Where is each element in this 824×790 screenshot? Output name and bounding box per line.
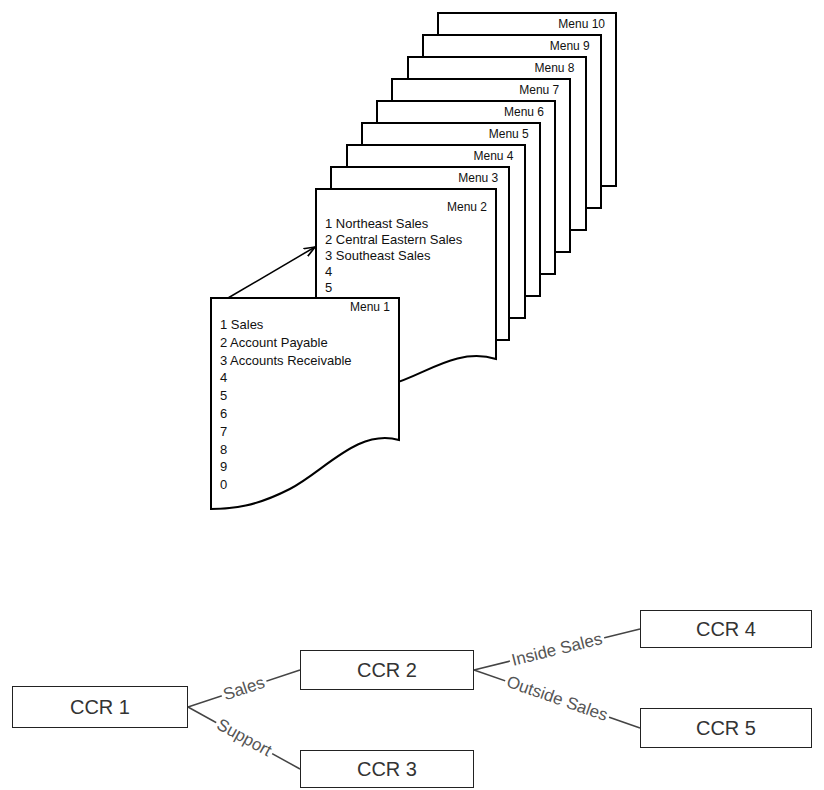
menu-title: Menu 9 xyxy=(550,39,590,53)
menu-item: 7 xyxy=(220,423,227,441)
ccr-box: CCR 3 xyxy=(300,750,474,788)
box-label: CCR 4 xyxy=(696,618,756,641)
connector-label: Outside Sales xyxy=(502,672,612,725)
connector-label: Support xyxy=(212,715,276,762)
box-label: CCR 3 xyxy=(357,758,417,781)
connector xyxy=(188,670,300,707)
menu-item: 4 xyxy=(325,264,332,280)
menu-title: Menu 6 xyxy=(504,105,544,119)
ccr-box: CCR 5 xyxy=(640,708,812,748)
menu-title: Menu 7 xyxy=(519,83,559,97)
menu-title: Menu 1 xyxy=(350,300,390,314)
menu-item: 5 xyxy=(220,387,227,405)
menu-title: Menu 5 xyxy=(489,127,529,141)
menu-item: 9 xyxy=(220,458,227,476)
page-border xyxy=(316,189,496,394)
menu-item: 2 Account Payable xyxy=(220,334,328,352)
box-label: CCR 2 xyxy=(357,659,417,682)
ccr-box: CCR 2 xyxy=(300,650,474,690)
menu-item: 1 Northeast Sales xyxy=(325,216,428,232)
connector-label: Sales xyxy=(219,673,269,705)
connector xyxy=(228,247,315,298)
menu-item: 1 Sales xyxy=(220,316,263,334)
menu-item: 2 Central Eastern Sales xyxy=(325,232,462,248)
connector xyxy=(474,670,640,728)
menu-item: 3 Accounts Receivable xyxy=(220,352,352,370)
menu-item: 8 xyxy=(220,441,227,459)
menu-item: 3 Southeast Sales xyxy=(325,248,431,264)
menu-title: Menu 10 xyxy=(558,17,605,31)
menu-item: 6 xyxy=(220,405,227,423)
box-label: CCR 1 xyxy=(70,696,130,719)
menu-item: 4 xyxy=(220,369,227,387)
ccr-box: CCR 1 xyxy=(12,686,188,728)
menu-title: Menu 4 xyxy=(473,149,513,163)
ccr-box: CCR 4 xyxy=(640,610,812,648)
menu-item: 5 xyxy=(325,280,332,296)
menu-title: Menu 8 xyxy=(534,61,574,75)
menu-title: Menu 3 xyxy=(458,171,498,185)
box-label: CCR 5 xyxy=(696,717,756,740)
connector xyxy=(474,629,640,670)
connector-label: Inside Sales xyxy=(508,629,606,670)
connector xyxy=(188,707,300,769)
menu-page: Menu 1 1 Sales2 Account Payable3 Accounts… xyxy=(210,297,400,510)
menu-title: Menu 2 xyxy=(447,200,487,214)
page-border xyxy=(211,298,399,509)
menu-item: 0 xyxy=(220,476,227,494)
